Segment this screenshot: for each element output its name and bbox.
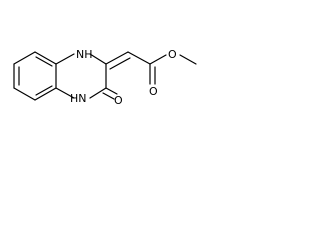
bond-c3-o [105, 87, 118, 95]
nh-bottom-n: N [78, 92, 86, 105]
structure-svg: NH HN O O O [13, 48, 197, 107]
bond-c8a-n1 [55, 53, 75, 65]
nh-bottom-label: HN [70, 92, 87, 105]
bond-estero-methyl [179, 54, 197, 65]
pyrazine-ring [55, 53, 107, 99]
bond-c2-ch-double [109, 57, 131, 70]
bond-ccarb-estero [149, 54, 167, 65]
bond-benz-inner-3 [35, 85, 53, 96]
benzene-ring [13, 51, 57, 101]
ester-o-label: O [168, 48, 177, 61]
nh-top-h: H [84, 48, 92, 61]
oxo-group [102, 87, 118, 100]
bond-benz-6 [13, 51, 36, 65]
exocyclic-alkene [105, 51, 131, 70]
oxo-label: O [114, 94, 123, 107]
ester-chain [127, 51, 197, 85]
bond-n4-c4a [55, 87, 75, 99]
bond-n1-c2 [89, 53, 107, 65]
nh-top-label: NH [76, 48, 93, 61]
bond-c2-ch [105, 51, 129, 65]
nh-bottom-h: H [70, 92, 78, 105]
bond-benz-inner-1 [35, 56, 53, 67]
bond-c3-o-double [102, 92, 115, 100]
bond-ch-ccarb [127, 51, 151, 65]
molecule-diagram: NH HN O O O [0, 0, 254, 142]
bond-benz-1 [34, 51, 57, 65]
bond-benz-4 [13, 87, 36, 101]
carbonyl-o-label: O [149, 85, 158, 98]
bond-benz-3 [34, 87, 57, 101]
bond-c3-n4 [89, 87, 107, 99]
nh-top-n: N [76, 48, 84, 61]
